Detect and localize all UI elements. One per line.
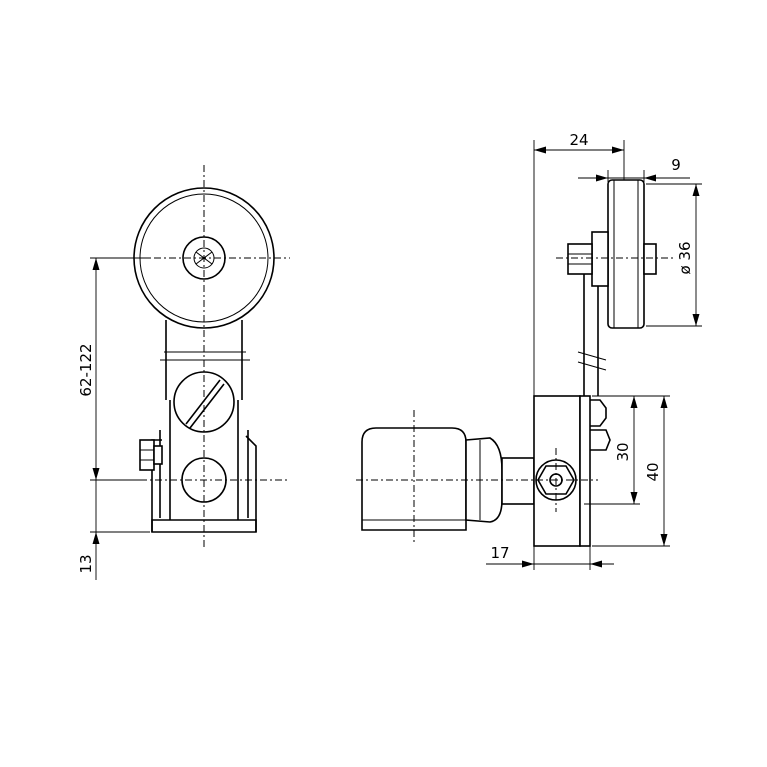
side-switch-cap <box>361 427 467 531</box>
dim-arrow-30-bottom <box>630 492 638 504</box>
dim-ext-62-122 <box>90 257 150 481</box>
side-head-plate <box>579 395 591 547</box>
front-bracket-right <box>245 435 257 532</box>
side-shaft <box>501 457 535 505</box>
side-roller-bracket <box>591 231 609 287</box>
side-lever-break <box>577 351 607 371</box>
front-lever-break <box>160 351 250 361</box>
side-roller-edges <box>613 180 639 328</box>
front-body-sides <box>159 430 249 518</box>
dim-arrow-40-top <box>660 396 668 408</box>
dim-arrow-24-right <box>612 146 624 154</box>
side-nut-flats <box>568 253 592 265</box>
dim-text-17: 17 <box>490 544 509 562</box>
front-nut-flats <box>140 449 154 461</box>
dim-arrow-62-122-bottom <box>92 468 100 480</box>
front-nut-washer <box>153 445 163 465</box>
dim-ext-36 <box>646 183 702 327</box>
side-screw-head-upper <box>590 399 607 427</box>
front-view: 62-122 13 <box>77 165 290 580</box>
dim-arrow-36-top <box>692 184 700 196</box>
dim-arrow-24-left <box>534 146 546 154</box>
dim-arrow-9-right <box>644 174 656 182</box>
dim-ext-30 <box>584 395 640 505</box>
dim-ext-40 <box>592 395 670 547</box>
dim-arrow-13 <box>92 532 100 544</box>
dim-text-30: 30 <box>614 442 632 461</box>
dim-ext-9 <box>607 170 645 182</box>
dim-text-36: ø 36 <box>676 241 694 274</box>
dim-arrow-17-left <box>522 560 534 568</box>
side-view: 24 9 ø 36 30 40 17 <box>356 131 702 570</box>
dim-text-24: 24 <box>569 131 588 149</box>
side-roller <box>607 179 645 329</box>
dim-text-40: 40 <box>644 462 662 481</box>
dim-arrow-9-left <box>596 174 608 182</box>
side-lever-arm <box>583 270 599 396</box>
front-screw-slot <box>185 379 225 429</box>
dim-arrow-36-bottom <box>692 314 700 326</box>
dim-text-9: 9 <box>671 156 681 174</box>
front-side-nut <box>139 439 155 471</box>
dim-text-62-122: 62-122 <box>77 343 95 396</box>
dim-arrow-40-bottom <box>660 534 668 546</box>
side-roller-nut-right <box>643 243 657 275</box>
dim-ext-24 <box>533 140 625 396</box>
front-body-inner <box>169 400 239 520</box>
side-roller-nut-left <box>567 243 593 275</box>
dim-arrow-30-top <box>630 396 638 408</box>
dim-text-13: 13 <box>77 554 95 573</box>
side-screw-head-lower <box>590 429 611 451</box>
dim-ext-17 <box>533 546 591 570</box>
dim-arrow-62-122-top <box>92 258 100 270</box>
dim-arrow-17-right <box>590 560 602 568</box>
